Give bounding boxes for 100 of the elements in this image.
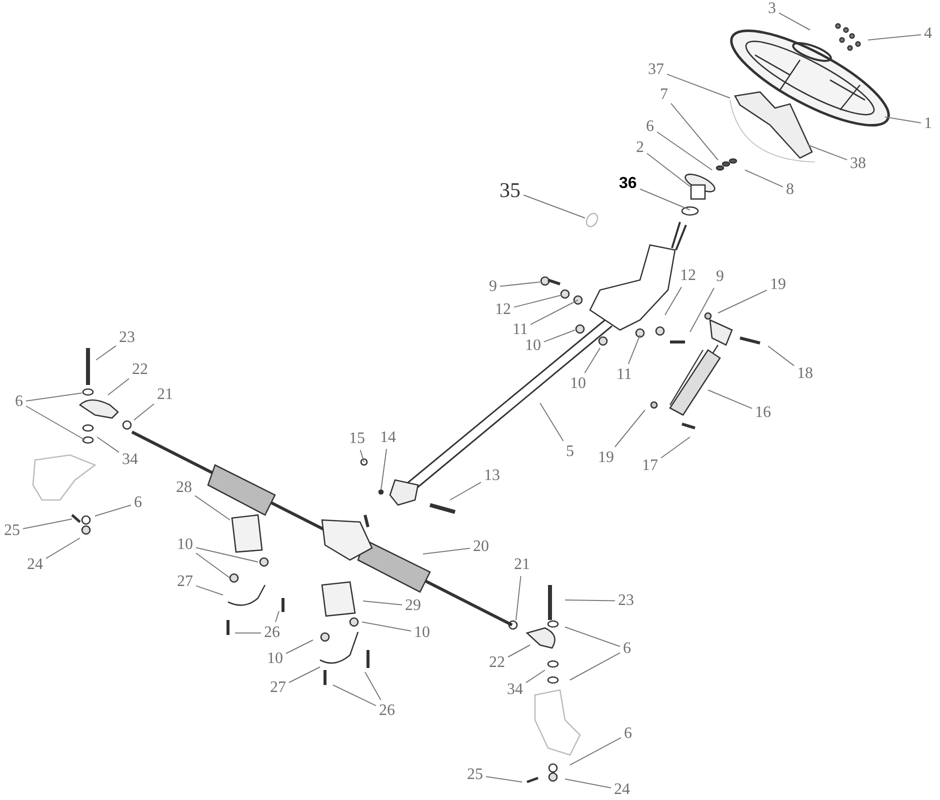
leader-line (660, 436, 690, 458)
callout-number: 24 (613, 781, 631, 799)
callout-number: 28 (175, 479, 193, 497)
leader-line (564, 600, 616, 602)
callout-number: 17 (641, 457, 659, 475)
callout-number: 38 (849, 155, 867, 173)
callout-number: 16 (754, 404, 772, 422)
callout-number: 3 (767, 0, 777, 18)
callout-number: 26 (378, 702, 396, 720)
leader-line (96, 345, 116, 360)
callout-number: 23 (617, 592, 635, 610)
leader-line (196, 547, 258, 562)
leader-line (570, 652, 620, 680)
callout-number: 22 (488, 654, 506, 672)
leader-line (422, 548, 470, 554)
leader-line (196, 585, 224, 596)
callout-number: 11 (512, 321, 529, 339)
callout-number: 9 (715, 268, 725, 286)
leader-line (544, 330, 576, 342)
callout-number: 4 (923, 25, 933, 43)
leader-line (364, 672, 382, 700)
leader-line (564, 626, 620, 647)
leader-line (670, 102, 718, 160)
leader-line (486, 776, 522, 782)
callout-number: 34 (506, 681, 524, 699)
leader-line (646, 152, 692, 188)
leader-line (884, 116, 922, 124)
leader-line (134, 403, 154, 420)
leader-line (868, 34, 922, 40)
leader-line (362, 622, 412, 632)
callout-number: 2 (635, 139, 645, 157)
leader-line (234, 632, 262, 634)
leader-line (708, 390, 752, 409)
callout-number: 10 (176, 536, 194, 554)
callout-number: 5 (565, 443, 575, 461)
leader-line (22, 518, 72, 530)
callout-number: 10 (266, 650, 284, 668)
leader-line (514, 294, 562, 308)
leader-line (275, 610, 280, 622)
callout-number: 22 (131, 361, 149, 379)
leader-line (288, 666, 320, 683)
leader-line (718, 290, 768, 314)
leader-line (656, 131, 712, 170)
leader-line (744, 170, 784, 188)
callout-number: 29 (404, 597, 422, 615)
callout-number: 35 (498, 178, 522, 202)
leader-line (530, 300, 578, 326)
callout-number: 27 (269, 679, 287, 697)
leader-line (332, 684, 376, 706)
callout-number: 25 (466, 766, 484, 784)
leader-line (523, 194, 586, 218)
callout-number: 23 (118, 329, 136, 347)
leader-line (26, 392, 82, 402)
callout-number: 6 (14, 393, 24, 411)
leader-line (516, 576, 522, 620)
callout-number: 1 (923, 115, 933, 133)
leader-line (94, 504, 132, 516)
callout-number: 10 (413, 624, 431, 642)
callout-number: 19 (597, 449, 615, 467)
callout-number: 21 (513, 556, 531, 574)
leader-line (690, 288, 714, 332)
leader-line (768, 346, 794, 366)
callout-number: 10 (569, 375, 587, 393)
callout-number: 21 (156, 386, 174, 404)
leader-line (96, 436, 120, 453)
callout-number: 37 (647, 61, 665, 79)
callout-number: 20 (472, 538, 490, 556)
callout-number: 6 (645, 118, 655, 136)
leader-line (362, 600, 402, 606)
leader-line (26, 406, 86, 440)
leader-line (628, 334, 640, 364)
leader-line (508, 644, 530, 658)
callout-number: 15 (348, 430, 366, 448)
callout-number: 6 (623, 725, 633, 743)
callout-number: 27 (176, 573, 194, 591)
callout-number: 7 (659, 86, 669, 104)
callout-number: 11 (616, 366, 633, 384)
callout-number: 34 (121, 451, 139, 469)
leader-line (666, 74, 730, 98)
leader-line (540, 402, 564, 442)
callout-number: 12 (494, 301, 512, 319)
leader-line (286, 640, 314, 654)
callout-number: 25 (3, 522, 21, 540)
callout-number: 9 (488, 278, 498, 296)
leader-line (194, 495, 230, 520)
callout-number: 10 (524, 337, 542, 355)
callout-number: 6 (622, 640, 632, 658)
callout-number: 12 (679, 267, 697, 285)
leader-line (108, 378, 130, 396)
leader-line (380, 448, 387, 490)
leader-line (564, 778, 612, 788)
leader-line (778, 12, 810, 30)
callout-number: 14 (379, 429, 397, 447)
leader-line (640, 188, 690, 210)
callout-number: 13 (483, 467, 501, 485)
leader-line (196, 552, 230, 578)
leader-line (584, 348, 600, 374)
leader-line (614, 410, 646, 448)
callout-number: 19 (769, 276, 787, 294)
leader-line (570, 737, 622, 766)
